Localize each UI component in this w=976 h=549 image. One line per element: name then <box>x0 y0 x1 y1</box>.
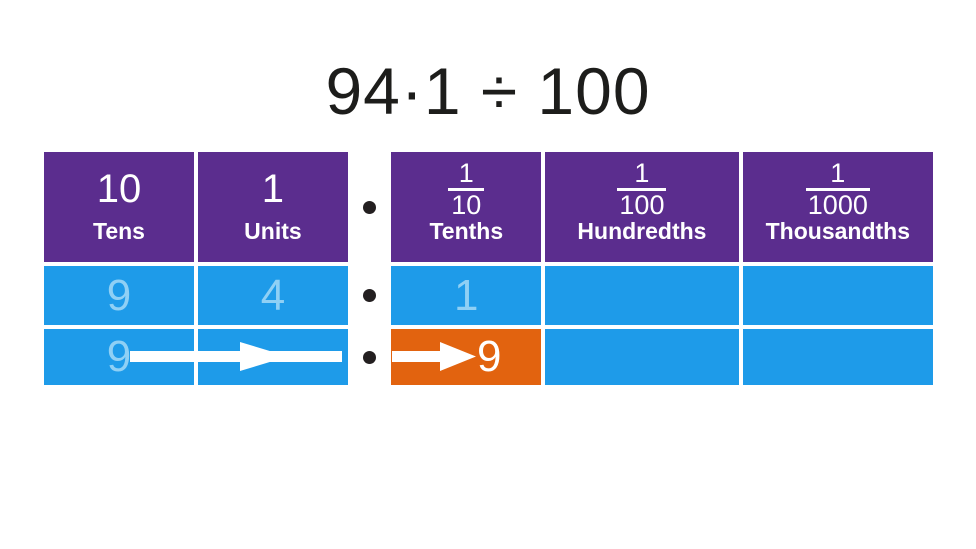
digit-value <box>545 329 738 385</box>
digit-value: 9 <box>106 332 132 381</box>
header-cell-units: 1 Units <box>197 152 348 262</box>
result-cell-tenths: 9 <box>391 329 542 385</box>
header-value-units: 1 <box>261 167 285 211</box>
header-label-thousandths: Thousandths <box>765 218 911 244</box>
fraction-tenths: 1 10 <box>448 157 485 220</box>
header-value-hundredths: 1 100 <box>617 157 667 220</box>
decimal-point-column-row1 <box>348 266 391 325</box>
digit-value: 4 <box>260 270 286 320</box>
chart-header-row: 10 Tens 1 Units 1 10 <box>44 152 934 262</box>
table-row: 9 4 1 <box>44 266 934 325</box>
digit-value <box>743 329 933 385</box>
header-label-hundredths: Hundredths <box>577 218 707 244</box>
header-cell-tens: 10 Tens <box>44 152 194 262</box>
header-value-thousandths: 1 1000 <box>805 157 870 220</box>
fraction-numerator: 1 <box>634 157 650 188</box>
table-row: 9 9 <box>44 329 934 385</box>
digit-value <box>743 266 933 325</box>
fraction-hundredths: 1 100 <box>617 157 667 220</box>
fraction-bar <box>448 187 485 191</box>
place-value-chart: 10 Tens 1 Units 1 10 <box>44 152 934 385</box>
fraction-denominator: 100 <box>619 189 665 220</box>
header-cell-hundredths: 1 100 Hundredths <box>545 152 739 262</box>
header-cell-tenths: 1 10 Tenths <box>391 152 542 262</box>
fraction-denominator: 10 <box>451 189 482 220</box>
decimal-point-dot <box>363 289 377 302</box>
fraction-thousandths: 1 1000 <box>805 157 870 220</box>
result-cell-thousandths <box>742 329 934 385</box>
fraction-numerator: 1 <box>830 157 846 188</box>
decimal-point-dot <box>363 350 377 364</box>
decimal-point-column-header <box>348 152 391 262</box>
digit-value: 9 <box>106 270 132 320</box>
digit-cell-thousandths <box>742 266 934 325</box>
decimal-point-dot <box>363 200 377 214</box>
header-value-tenths: 1 10 <box>448 157 485 220</box>
digit-value: 9 <box>477 332 502 381</box>
digit-cell-hundredths <box>545 266 739 325</box>
header-value-tens: 10 <box>96 167 142 211</box>
fraction-bar <box>805 187 870 191</box>
page-title: 94·1 ÷ 100 <box>325 54 651 128</box>
fraction-denominator: 1000 <box>807 189 868 220</box>
digit-value <box>545 266 738 325</box>
digit-value: 1 <box>454 270 479 320</box>
header-label-tens: Tens <box>92 218 145 244</box>
fraction-bar <box>617 187 667 191</box>
result-cell-units <box>197 329 348 385</box>
result-cell-tens: 9 <box>44 329 194 385</box>
digit-cell-tens: 9 <box>44 266 194 325</box>
header-cell-thousandths: 1 1000 Thousandths <box>742 152 934 262</box>
digit-cell-tenths: 1 <box>391 266 542 325</box>
header-label-units: Units <box>244 218 302 244</box>
digit-value <box>198 329 348 385</box>
decimal-point-column-row2 <box>348 329 391 385</box>
digit-cell-units: 4 <box>197 266 348 325</box>
result-cell-hundredths <box>545 329 739 385</box>
header-label-tenths: Tenths <box>429 218 504 244</box>
fraction-numerator: 1 <box>458 157 474 188</box>
